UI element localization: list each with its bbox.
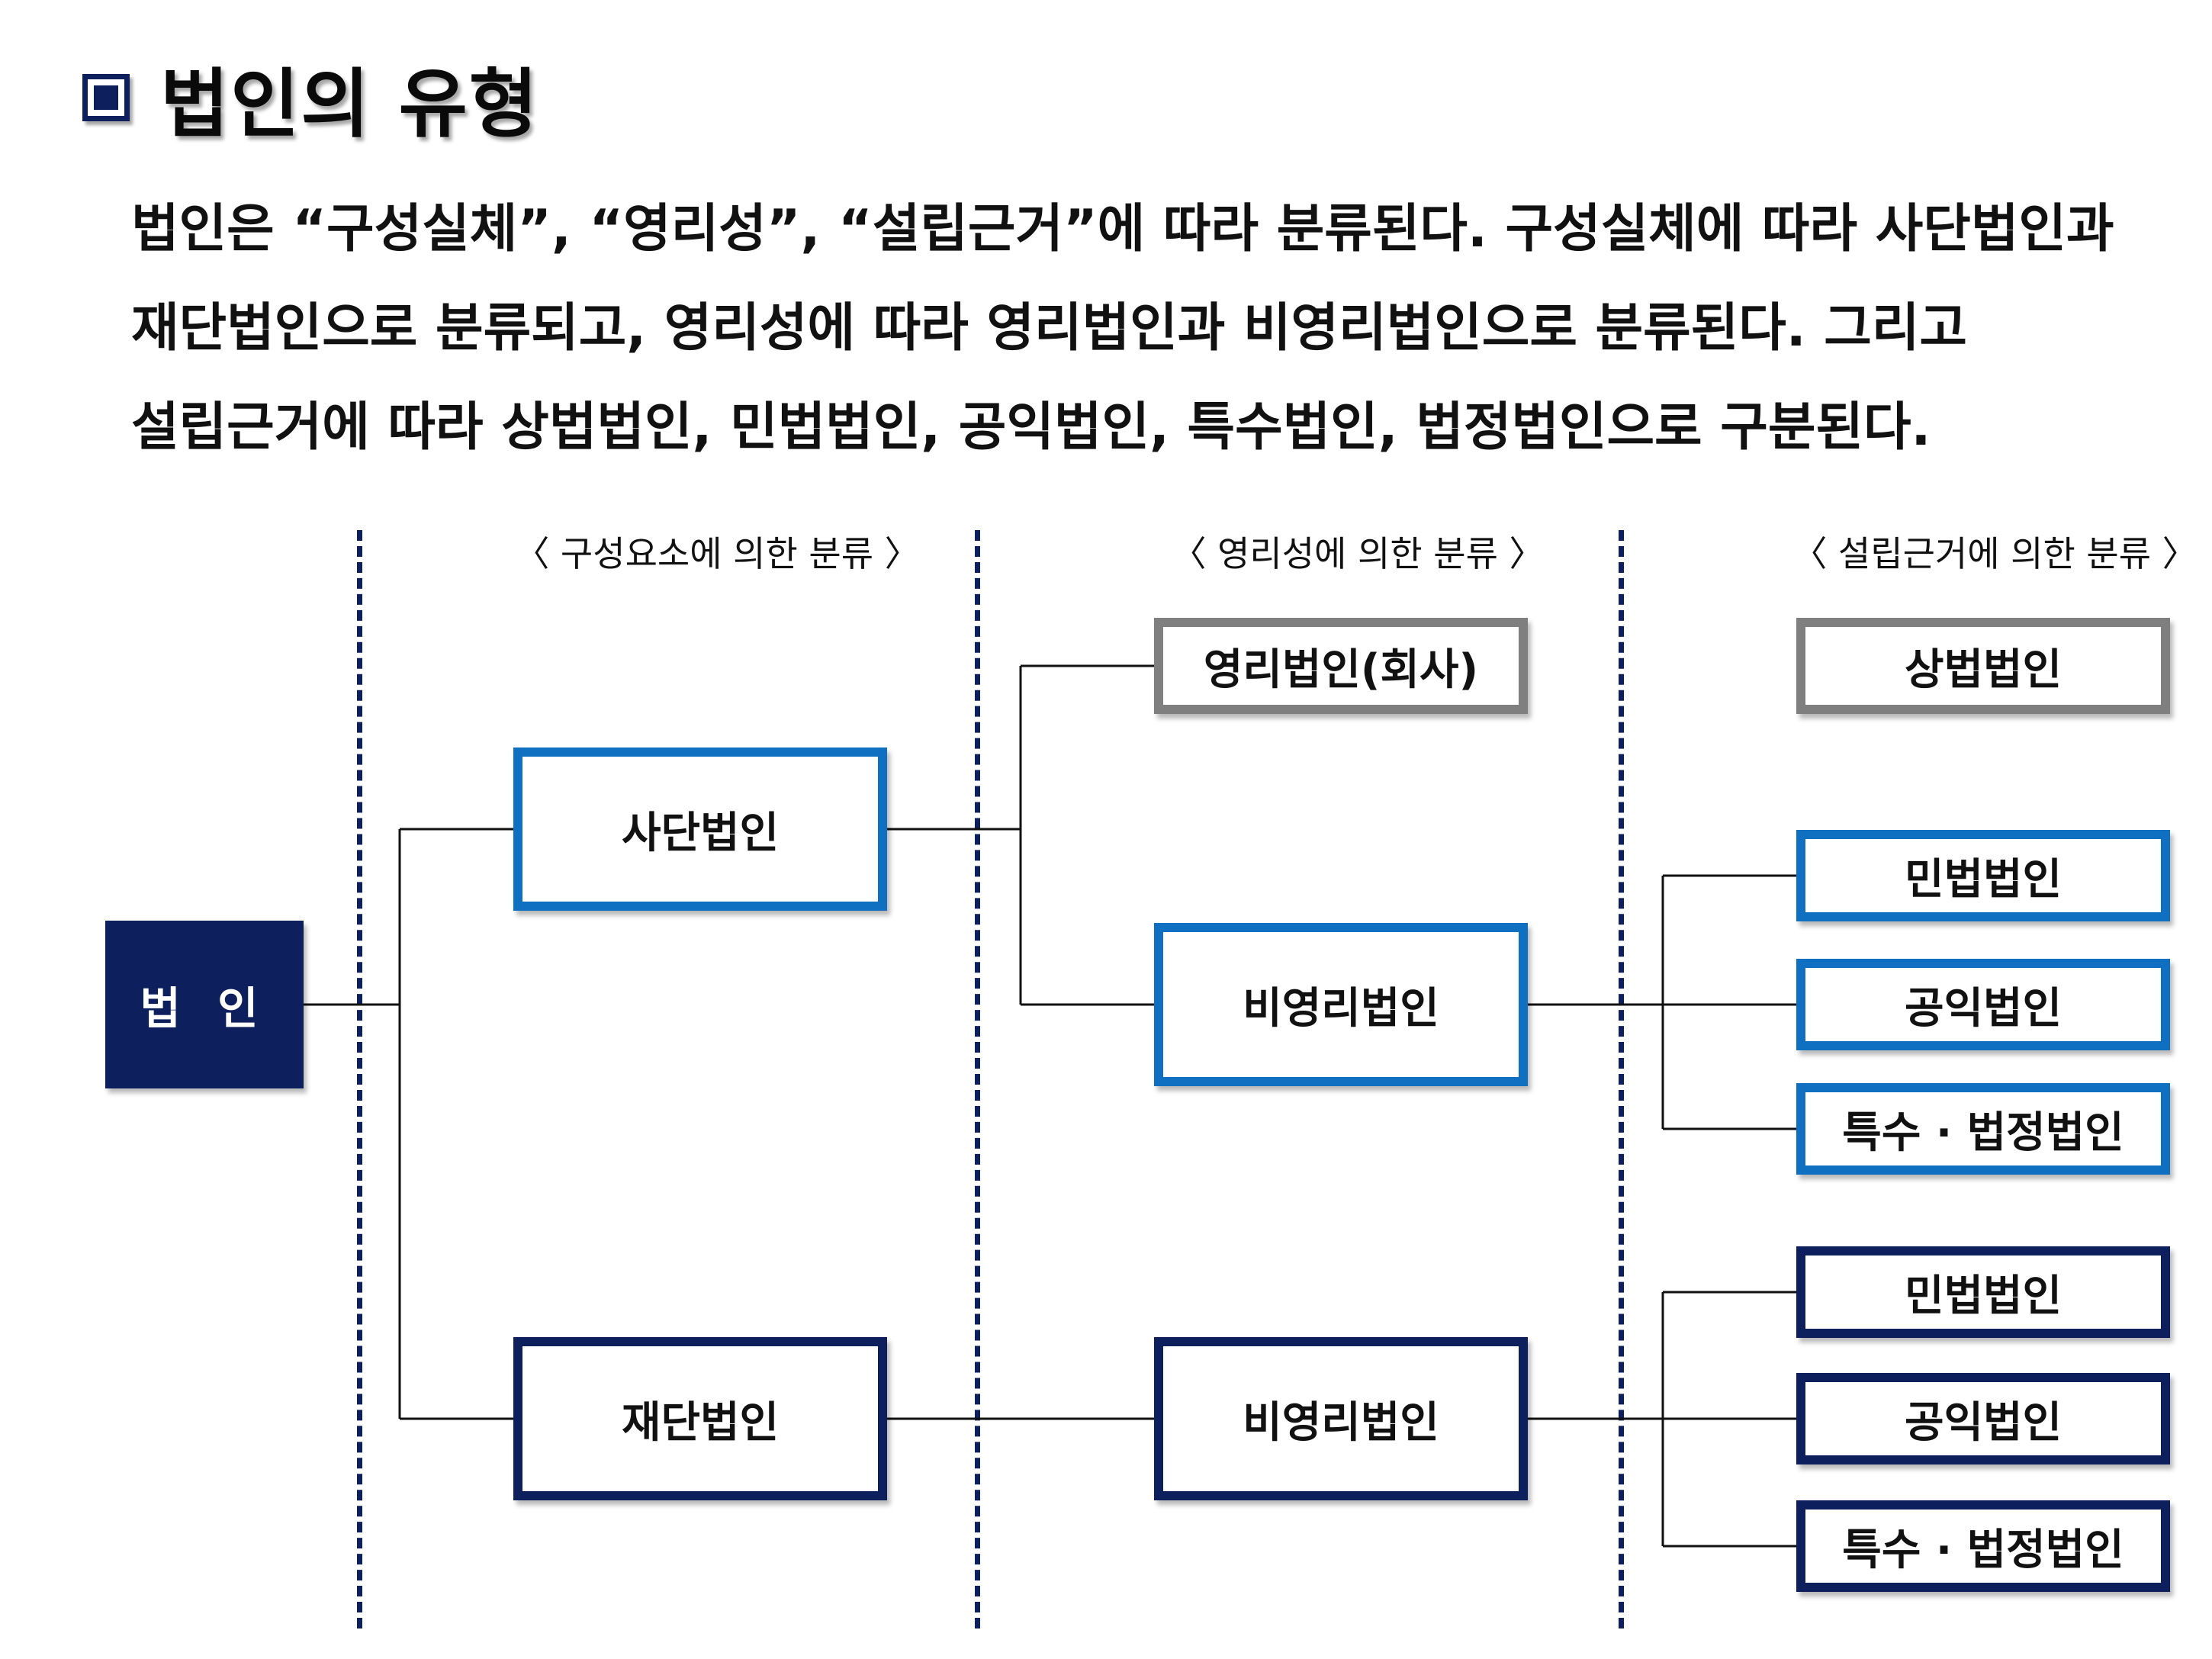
node-special-statutory-b: 특수 · 법정법인: [1796, 1500, 2170, 1592]
node-foundation: 재단법인: [513, 1337, 887, 1500]
node-nonprofit-a: 비영리법인: [1154, 923, 1528, 1086]
column-header-composition: 〈 구성요소에 의한 분류 〉: [514, 533, 920, 574]
page-title: 법인의 유형: [160, 61, 539, 148]
column-header-basis: 〈 설립근거에 의한 분류 〉: [1792, 533, 2198, 574]
node-civil-law-a: 민법법인: [1796, 830, 2170, 921]
page-title-block: 법인의 유형: [82, 55, 539, 148]
column-header-profit: 〈 영리성에 의한 분류 〉: [1171, 533, 1545, 574]
node-public-interest-a: 공익법인: [1796, 959, 2170, 1050]
node-commercial-law: 상법법인: [1796, 618, 2170, 714]
node-nonprofit-b: 비영리법인: [1154, 1337, 1528, 1500]
node-association: 사단법인: [513, 748, 887, 911]
node-special-statutory-a: 특수 · 법정법인: [1796, 1083, 2170, 1175]
node-profit-corporation: 영리법인(회사): [1154, 618, 1528, 714]
description-line-2: 재단법인으로 분류되고, 영리성에 따라 영리법인과 비영리법인으로 분류된다.…: [131, 298, 1967, 358]
square-bullet-icon: [82, 74, 130, 121]
node-root-corporation: 법 인: [105, 921, 304, 1088]
column-divider-1: [357, 530, 362, 1628]
node-civil-law-b: 민법법인: [1796, 1246, 2170, 1338]
description: 법인은 “구성실체”, “영리성”, “설립근거”에 따라 분류된다. 구성실체…: [131, 180, 2168, 477]
description-line-1: 법인은 “구성실체”, “영리성”, “설립근거”에 따라 분류된다. 구성실체…: [131, 199, 2114, 259]
node-public-interest-b: 공익법인: [1796, 1373, 2170, 1464]
column-divider-3: [1619, 530, 1624, 1628]
description-line-3: 설립근거에 따라 상법법인, 민법법인, 공익법인, 특수법인, 법정법인으로 …: [131, 397, 1931, 458]
column-divider-2: [975, 530, 980, 1628]
